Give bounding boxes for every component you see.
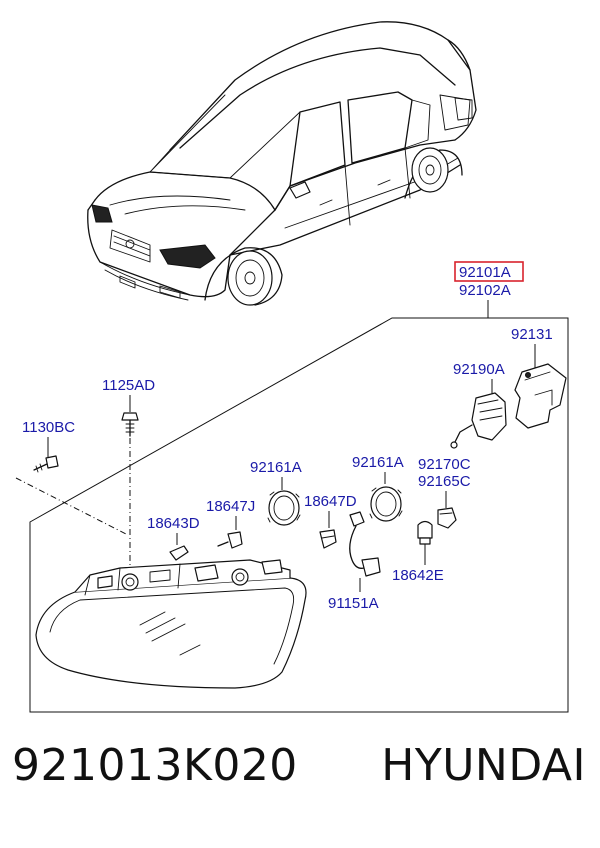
label-18647D[interactable]: 18647D [304, 493, 357, 510]
label-18643D[interactable]: 18643D [147, 515, 200, 532]
socket-92165C [437, 507, 457, 529]
leveling-motor-92190A [450, 392, 507, 449]
car-illustration [87, 21, 477, 306]
label-92101A[interactable]: 92101A [459, 264, 511, 281]
brand-name: HYUNDAI [381, 740, 586, 791]
assembly-frame [29, 317, 569, 713]
label-92165C[interactable]: 92165C [418, 473, 471, 490]
label-92102A[interactable]: 92102A [459, 282, 511, 299]
label-1130BC[interactable]: 1130BC [22, 419, 75, 436]
bulb-18643D [169, 545, 189, 561]
label-92170C[interactable]: 92170C [418, 456, 471, 473]
wiring-harness-91151A [349, 511, 381, 577]
label-92190A[interactable]: 92190A [453, 361, 505, 378]
caption-bar: 921013K020 HYUNDAI [0, 740, 600, 820]
bulb-18647J [217, 531, 243, 549]
label-1125AD[interactable]: 1125AD [102, 377, 155, 394]
part-number: 921013K020 [12, 740, 298, 791]
alignment-line-diagonal [15, 477, 129, 536]
label-92131[interactable]: 92131 [511, 326, 553, 343]
label-18647J[interactable]: 18647J [206, 498, 255, 515]
screw-1125AD [121, 412, 139, 437]
label-92161A-left[interactable]: 92161A [250, 459, 302, 476]
label-92161A-right[interactable]: 92161A [352, 454, 404, 471]
label-91151A[interactable]: 91151A [328, 595, 379, 612]
dust-cap-left-92161A [267, 490, 301, 526]
headlamp-assembly [35, 559, 307, 689]
bulb-18642E [417, 520, 433, 545]
screw-1130BC [33, 455, 59, 473]
highlight-box-92101A [454, 261, 524, 282]
dust-cap-right-92161A [369, 486, 403, 522]
bracket-92131 [514, 363, 567, 429]
label-18642E[interactable]: 18642E [392, 567, 444, 584]
bulb-18647D [319, 529, 337, 549]
